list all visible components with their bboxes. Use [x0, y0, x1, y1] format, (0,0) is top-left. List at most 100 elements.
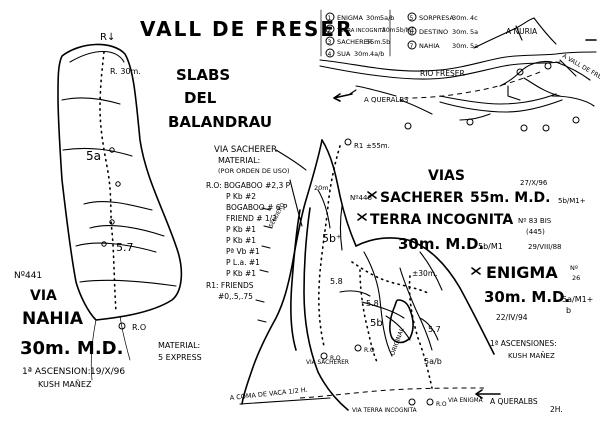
svg-text:1: 1 [328, 15, 332, 22]
nahia-name-line2: NAHIA [22, 309, 84, 329]
legend-grade: 5b/M1 [396, 27, 415, 34]
legend-length: 30m. [366, 14, 383, 22]
map-queralbs: A QUERALBS [364, 96, 409, 104]
bolt-icon [109, 147, 115, 153]
first-ascents-label: 1ª ASCENSIONES: [490, 339, 557, 348]
legend-grade: 5a [470, 28, 478, 36]
enigma-grade: 5a/M1+ [562, 295, 593, 304]
material-item: R.O: BOGABOO #2,3 P [206, 181, 291, 190]
nahia-material-label: MATERIAL: [158, 341, 200, 350]
enigma-number: Nº [570, 264, 578, 272]
marker-icon [404, 122, 412, 130]
legend-name: ENIGMA [337, 14, 364, 22]
topo-r0-b: R.O [364, 347, 375, 354]
sacherer-grade: 5b/M1+ [558, 197, 586, 205]
sacherer-material-subtitle: MATERIAL: [218, 156, 260, 165]
material-item: #0,.5,.75 [218, 292, 253, 301]
subtitle-line-2: DEL [184, 89, 217, 107]
topo-20m: 20m. [314, 184, 331, 192]
marker-icon [544, 62, 552, 70]
anchor-icon [426, 398, 434, 406]
material-item: P Kb #1 [226, 236, 256, 245]
legend-length: 55m. [366, 38, 383, 46]
bolt-icon [109, 219, 115, 225]
material-item: Pª Vb #1 [226, 247, 260, 256]
legend-length: 30m. [354, 50, 371, 58]
terra-date: 29/VIII/88 [528, 243, 562, 251]
map-car-park: A VALL DE FRESER [561, 53, 600, 87]
nahia-name-line1: VIA [30, 288, 57, 304]
material-item: R1: FRIENDS [206, 281, 254, 290]
topo-grade-57: 5.7 [428, 325, 441, 334]
topo-r0-c: R.O [436, 401, 447, 408]
legend-grade: 4a/b [370, 50, 384, 58]
material-item: P Kb #2 [226, 192, 256, 201]
legend-column-1: 1 ENIGMA 30m. 5a/b 2 TERRA INCOGNITA 30m… [325, 12, 415, 58]
marker-icon [466, 118, 474, 126]
enigma-date: 22/IV/94 [496, 313, 528, 322]
material-item: BOGABOO # 6 P [226, 203, 288, 212]
enigma-name: ENIGMA [486, 263, 558, 282]
svg-text:5: 5 [410, 15, 414, 22]
terra-grade: 5b/M1 [478, 242, 503, 251]
legend-name: SACHERER [337, 38, 373, 46]
map-river: RIO FRESER [420, 69, 465, 78]
terra-number: Nº 83 BIS [518, 217, 552, 225]
material-item: P Kb #1 [226, 225, 256, 234]
terra-number-2: (445) [526, 228, 545, 236]
approach-queralbs: A QUERALBS [490, 397, 538, 406]
map-nuria: A NURIA [506, 27, 538, 36]
sacherer-date: 27/X/96 [520, 179, 548, 187]
topo-grade-58a: 5.8 [330, 277, 343, 286]
material-item: P L.a. #1 [226, 258, 260, 267]
legend-length: 30m. [452, 42, 469, 50]
nahia-first-ascent-date: 19/X/96 [90, 367, 125, 377]
sheet-title: VALL DE FRESER [140, 17, 353, 41]
sacherer-size: 55m. M.D. [470, 190, 550, 206]
nahia-topo: R↓ R. 30m. 5a 5.7 R.O [57, 32, 183, 381]
subtitle-line-3: BALANDRAU [168, 113, 272, 131]
sacherer-number: Nº446 [350, 194, 372, 202]
approach-via-sacherer: VIA SACHERER [306, 360, 349, 366]
approach-caption: A COMA DE VACA 1/2 H. [229, 386, 308, 402]
terra-size: 30m. M.D. [398, 235, 484, 253]
vias-heading: VIAS [428, 168, 465, 184]
nahia-size: 30m. M.D. [20, 338, 123, 359]
legend-length: 30m. [382, 27, 397, 34]
legend-grade: 5a [470, 42, 478, 50]
nahia-first-ascent-label: 1ª ASCENSION: [22, 367, 91, 377]
sacherer-material-title: VIA SACHERER [214, 145, 277, 155]
legend-grade: 5b [382, 38, 390, 46]
approach-via-enigma: VIA ENIGMA [448, 398, 483, 404]
anchor-icon [408, 398, 416, 406]
nahia-anchor-top: R↓ [100, 32, 115, 43]
nahia-material-value: 5 EXPRESS [158, 353, 202, 362]
material-item: P Kb #1 [226, 269, 256, 278]
vias-block: VIAS Nº446 SACHERER 55m. M.D. 27/X/96 5b… [350, 168, 593, 360]
legend-name: DESTINO [419, 28, 448, 36]
nahia-anchor-bottom-icon [118, 322, 126, 330]
legend-length: 30m. [452, 14, 469, 22]
nahia-first-ascent-by: KUSH MAÑEZ [38, 379, 92, 389]
nahia-number: Nº441 [14, 271, 42, 281]
svg-text:6: 6 [410, 29, 414, 36]
marker-icon [572, 116, 580, 124]
approach-time: 2H. [550, 405, 563, 414]
topo-r0-a: R.O [330, 355, 341, 362]
enigma-size: 30m. M.D. [484, 288, 570, 306]
sacherer-material-note: (POR ORDEN DE USO) [218, 167, 290, 175]
nahia-anchor-bottom: R.O [132, 323, 146, 332]
topo-grade-5b-plus: 5b⁺ [322, 232, 342, 245]
marker-icon [542, 124, 550, 132]
legend-length: 30m. [452, 28, 469, 36]
legend-grade: 5a/b [380, 14, 394, 22]
enigma-grade-2: b [566, 306, 571, 315]
anchor-icon [344, 138, 352, 146]
anchor-icon [320, 352, 328, 360]
route-legend [320, 9, 391, 57]
topo-grade-58b: 5.8 [366, 299, 379, 308]
sacherer-material: VIA SACHERER MATERIAL: (POR ORDEN DE USO… [206, 145, 291, 301]
topo-grade-5ab: 5a/b [424, 357, 442, 366]
enigma-number-2: 26 [572, 274, 580, 282]
